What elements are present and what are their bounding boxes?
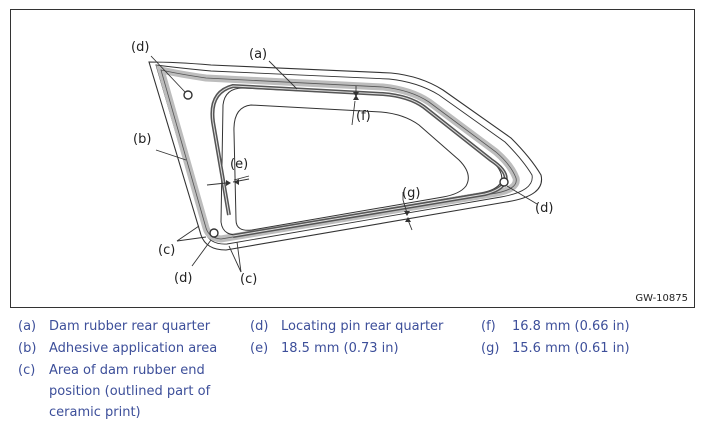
callout-d-right: (d) bbox=[535, 201, 553, 216]
legend-key: (a) bbox=[18, 319, 37, 334]
glass-outer-edge-inner bbox=[155, 64, 533, 245]
callout-d-top: (d) bbox=[131, 40, 149, 55]
callout-c-bottom: (c) bbox=[240, 272, 257, 287]
legend-text: Dam rubber rear quarter bbox=[49, 319, 211, 334]
legend-text: Locating pin rear quarter bbox=[281, 319, 444, 334]
locating-pin-right bbox=[499, 177, 509, 187]
legend-key: (e) bbox=[250, 341, 269, 356]
legend-text: 16.8 mm (0.66 in) bbox=[512, 319, 630, 334]
glass-diagram: (d) (a) (b) (e) (f) (g) (d) (c) (d) (c) bbox=[131, 40, 553, 287]
figure-id: GW-10875 bbox=[635, 293, 688, 304]
legend-text-line-3: ceramic print) bbox=[49, 405, 141, 420]
legend-key: (f) bbox=[481, 319, 496, 334]
callout-c-left: (c) bbox=[158, 243, 175, 258]
legend: (a) Dam rubber rear quarter (b) Adhesive… bbox=[0, 316, 705, 426]
legend-key: (c) bbox=[18, 363, 36, 378]
legend-text-line-1: Area of dam rubber end bbox=[49, 363, 205, 378]
diagram-figure: (d) (a) (b) (e) (f) (g) (d) (c) (d) (c) … bbox=[10, 9, 695, 308]
legend-key: (d) bbox=[250, 319, 269, 334]
legend-text-line-2: position (outlined part of bbox=[49, 384, 211, 399]
locating-pin-top bbox=[183, 90, 193, 100]
callout-b: (b) bbox=[133, 132, 151, 147]
leader-lines bbox=[150, 55, 538, 273]
callout-e: (e) bbox=[230, 157, 248, 172]
dimension-arrows bbox=[226, 92, 411, 222]
legend-key: (g) bbox=[481, 341, 500, 356]
locating-pin-bottom bbox=[209, 228, 219, 238]
adhesive-area bbox=[156, 65, 520, 243]
glass-outer-edge bbox=[148, 61, 543, 251]
legend-text: Adhesive application area bbox=[49, 341, 218, 356]
callout-d-bottom: (d) bbox=[174, 271, 192, 286]
legend-text: 18.5 mm (0.73 in) bbox=[281, 341, 399, 356]
legend-text: 15.6 mm (0.61 in) bbox=[512, 341, 630, 356]
callout-f: (f) bbox=[356, 109, 371, 124]
callout-a: (a) bbox=[249, 47, 267, 62]
dam-rubber-core bbox=[211, 85, 507, 237]
callout-g: (g) bbox=[402, 186, 420, 201]
adhesive-area-edge bbox=[160, 69, 517, 240]
window-opening bbox=[233, 104, 469, 231]
legend-key: (b) bbox=[18, 341, 37, 356]
